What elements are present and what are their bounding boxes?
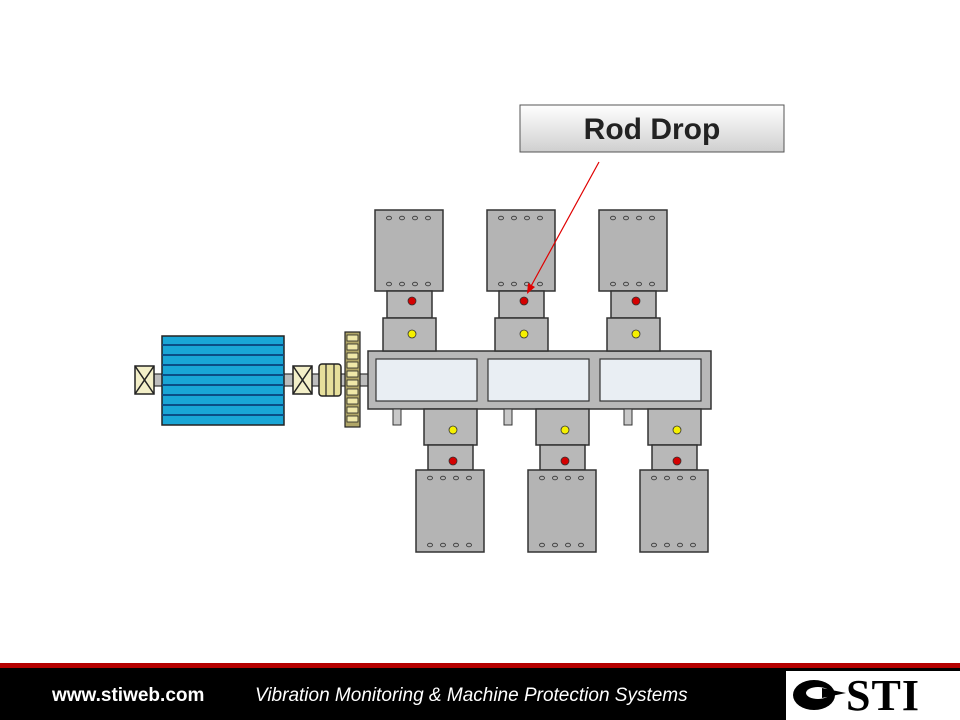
proximity-probe-icon	[519, 329, 529, 339]
proximity-probe-icon	[560, 425, 570, 435]
compressor-cylinder-icon	[374, 209, 444, 292]
rod-drop-probe-icon	[448, 456, 458, 466]
right-bearing-icon	[292, 365, 313, 395]
callout-label: Rod Drop	[584, 113, 721, 146]
sti-logo-text: STI	[846, 671, 920, 720]
motor-icon	[161, 335, 285, 426]
rod-drop-probe-icon	[560, 456, 570, 466]
compressor-cylinder-icon	[598, 209, 668, 292]
callout-box	[519, 104, 785, 153]
compressor-cylinder-icon	[415, 469, 485, 553]
crankcase-frame	[367, 350, 712, 426]
lower-throw-3	[639, 408, 709, 553]
rod-drop-probe-icon	[631, 296, 641, 306]
upper-throw-2	[486, 209, 556, 352]
upper-throw-3	[598, 209, 668, 352]
proximity-probe-icon	[631, 329, 641, 339]
rod-drop-probe-icon	[519, 296, 529, 306]
callout-leader-line	[529, 161, 600, 289]
compressor-diagram: Rod Drop	[134, 104, 785, 553]
footer-tagline: Vibration Monitoring & Machine Protectio…	[255, 685, 688, 706]
upper-throw-1	[374, 209, 444, 352]
lower-throw-1	[415, 408, 485, 553]
proximity-probe-icon	[672, 425, 682, 435]
flywheel-icon	[344, 331, 361, 428]
compressor-cylinder-icon	[486, 209, 556, 292]
compressor-cylinder-icon	[639, 469, 709, 553]
proximity-probe-icon	[407, 329, 417, 339]
left-bearing-icon	[134, 365, 155, 395]
coupling-icon	[318, 363, 342, 397]
compressor-cylinder-icon	[527, 469, 597, 553]
leader-arrowhead-icon	[527, 283, 535, 294]
rod-drop-callout: Rod Drop	[519, 104, 785, 294]
proximity-probe-icon	[448, 425, 458, 435]
lower-throw-2	[527, 408, 597, 553]
rod-drop-probe-icon	[407, 296, 417, 306]
sti-logo-icon	[793, 680, 846, 710]
rod-drop-probe-icon	[672, 456, 682, 466]
footer-bar: www.stiweb.com Vibration Monitoring & Ma…	[0, 663, 960, 720]
footer-url-link[interactable]: www.stiweb.com	[52, 685, 205, 706]
sti-logo: STI	[786, 671, 960, 720]
footer-rule	[0, 663, 960, 668]
